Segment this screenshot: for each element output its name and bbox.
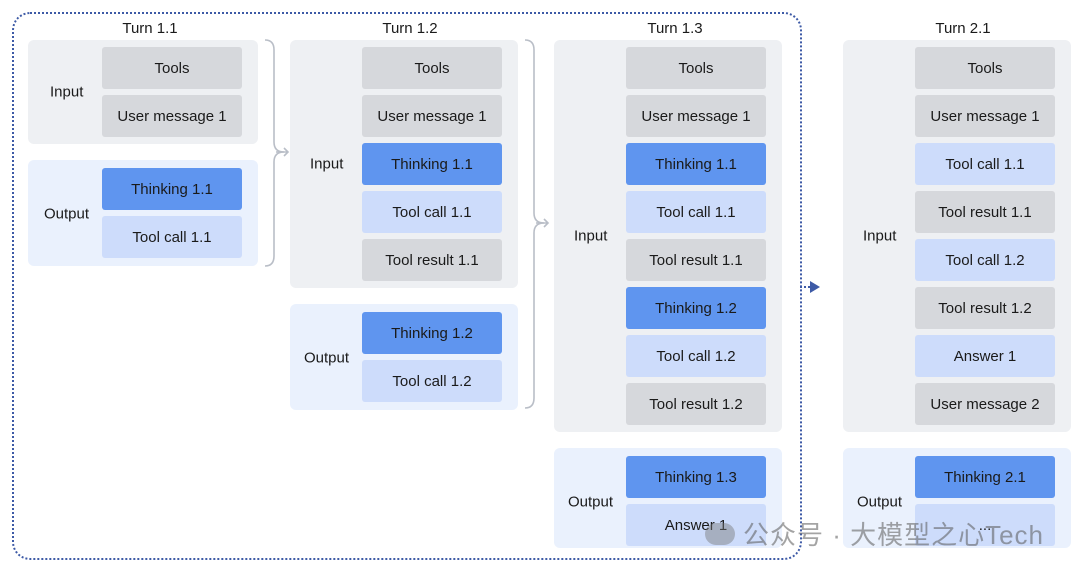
output-label: Output bbox=[44, 205, 90, 223]
output-label: Output bbox=[568, 493, 614, 511]
brace-arrow-2 bbox=[524, 39, 550, 409]
turn-1-1-output-panel: Output Thinking 1.1 Tool call 1.1 bbox=[28, 160, 258, 266]
thinking-block: Thinking 2.1 bbox=[915, 456, 1055, 498]
tool-call-block: Tool call 1.2 bbox=[915, 239, 1055, 281]
tool-call-block: Tool call 1.1 bbox=[102, 216, 242, 258]
tools-block: Tools bbox=[626, 47, 766, 89]
turn-2-1-output-panel: Output Thinking 2.1 ... bbox=[843, 448, 1071, 548]
thinking-block: Thinking 1.1 bbox=[626, 143, 766, 185]
turn-title-2-1: Turn 2.1 bbox=[935, 20, 991, 37]
thinking-block: Thinking 1.1 bbox=[362, 143, 502, 185]
input-label: Input bbox=[50, 83, 84, 101]
user-message-block: User message 1 bbox=[362, 95, 502, 137]
turn-title-1-3: Turn 1.3 bbox=[647, 20, 703, 37]
tool-result-block: Tool result 1.2 bbox=[626, 383, 766, 425]
input-label: Input bbox=[863, 227, 897, 245]
thinking-block: Thinking 1.1 bbox=[102, 168, 242, 210]
tool-result-block: Tool result 1.1 bbox=[915, 191, 1055, 233]
output-label: Output bbox=[304, 349, 350, 367]
tool-call-block: Tool call 1.1 bbox=[626, 191, 766, 233]
turn-title-1-1: Turn 1.1 bbox=[122, 20, 178, 37]
watermark: 公众号 · 大模型之心Tech bbox=[704, 515, 1044, 552]
thinking-block: Thinking 1.3 bbox=[626, 456, 766, 498]
turn-1-3-input-panel: Input Tools User message 1 Thinking 1.1 … bbox=[554, 40, 782, 432]
tool-call-block: Tool call 1.1 bbox=[362, 191, 502, 233]
turn-2-1-input-panel: Input Tools User message 1 Tool call 1.1… bbox=[843, 40, 1071, 432]
turn-1-2-input-panel: Input Tools User message 1 Thinking 1.1 … bbox=[290, 40, 518, 288]
output-label: Output bbox=[857, 493, 903, 511]
thinking-block: Thinking 1.2 bbox=[626, 287, 766, 329]
tools-block: Tools bbox=[915, 47, 1055, 89]
tool-call-block: Tool call 1.1 bbox=[915, 143, 1055, 185]
tools-block: Tools bbox=[362, 47, 502, 89]
turn-1-3-output-panel: Output Thinking 1.3 Answer 1 bbox=[554, 448, 782, 548]
tool-result-block: Tool result 1.1 bbox=[362, 239, 502, 281]
turn-title-1-2: Turn 1.2 bbox=[382, 20, 438, 37]
tool-result-block: Tool result 1.2 bbox=[915, 287, 1055, 329]
thinking-block: Thinking 1.2 bbox=[362, 312, 502, 354]
turn-1-2-output-panel: Output Thinking 1.2 Tool call 1.2 bbox=[290, 304, 518, 410]
tools-block: Tools bbox=[102, 47, 242, 89]
tool-call-block: Tool call 1.2 bbox=[626, 335, 766, 377]
user-message-block: User message 2 bbox=[915, 383, 1055, 425]
arrow-to-turn-2-1 bbox=[800, 281, 820, 293]
input-label: Input bbox=[574, 227, 608, 245]
user-message-block: User message 1 bbox=[626, 95, 766, 137]
brace-arrow-1 bbox=[264, 39, 290, 267]
input-label: Input bbox=[310, 155, 344, 173]
user-message-block: User message 1 bbox=[915, 95, 1055, 137]
wechat-logo-icon bbox=[704, 522, 735, 545]
answer-block: Answer 1 bbox=[915, 335, 1055, 377]
watermark-text: 公众号 · 大模型之心Tech bbox=[742, 520, 1044, 550]
answer-block: ... bbox=[915, 504, 1055, 546]
tool-result-block: Tool result 1.1 bbox=[626, 239, 766, 281]
tool-call-block: Tool call 1.2 bbox=[362, 360, 502, 402]
turn-1-1-input-panel: Input Tools User message 1 bbox=[28, 40, 258, 144]
user-message-block: User message 1 bbox=[102, 95, 242, 137]
answer-block: Answer 1 bbox=[626, 504, 766, 546]
